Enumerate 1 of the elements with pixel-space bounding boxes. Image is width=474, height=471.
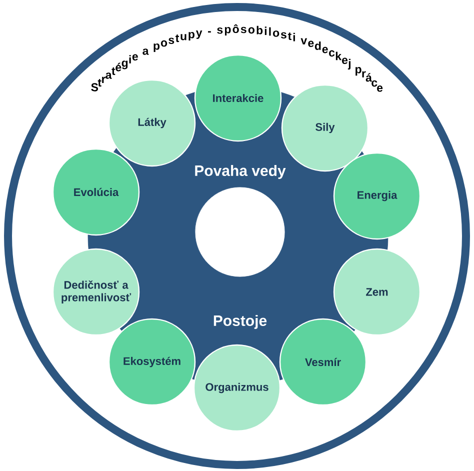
section-label: Postoje — [214, 315, 267, 329]
